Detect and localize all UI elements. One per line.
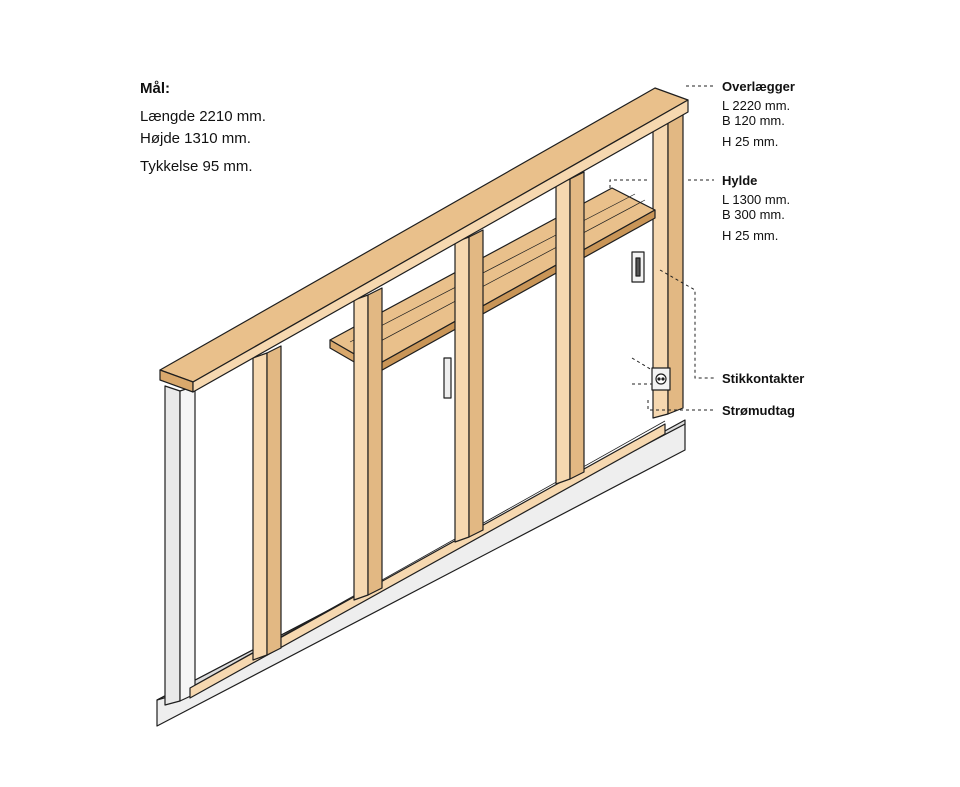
callout-hylde-length: L 1300 mm.	[722, 192, 791, 207]
callout-stikkontakter: Stikkontakter	[722, 371, 804, 390]
callout-hylde-width: B 300 mm.	[722, 207, 785, 222]
callout-overlaegger-title: Overlægger	[722, 79, 795, 94]
dimensions-heading: Mål:	[140, 80, 170, 97]
bottom-rail	[189, 423, 666, 699]
callout-overlaegger: Overlægger L 2220 mm. B 120 mm. H 25 mm.	[722, 79, 795, 149]
stud-4	[555, 178, 571, 485]
left-end-stud	[164, 385, 181, 706]
leader-hylde	[609, 179, 648, 188]
callout-overlaegger-width: B 120 mm.	[722, 113, 785, 128]
callout-hylde-height: H 25 mm.	[722, 228, 779, 243]
callout-overlaegger-length: L 2220 mm.	[722, 98, 791, 113]
base-plate-front	[156, 423, 686, 727]
callout-stroemudtag-title: Strømudtag	[722, 403, 795, 418]
dimension-thickness: Tykkelse 95 mm.	[140, 158, 253, 175]
shelf-bracket-left	[443, 357, 452, 399]
stud-2	[353, 294, 369, 601]
dimension-height: Højde 1310 mm.	[140, 130, 251, 147]
leader-stroemudtag	[647, 400, 714, 411]
callout-stikkontakter-title: Stikkontakter	[722, 371, 805, 386]
callout-overlaegger-height: H 25 mm.	[722, 134, 779, 149]
stud-1	[252, 352, 268, 661]
leader-stikkontakter	[631, 357, 653, 371]
callout-hylde-title: Hylde	[722, 173, 758, 188]
callout-hylde: Hylde L 1300 mm. B 300 mm. H 25 mm.	[722, 173, 790, 243]
leader-bracket	[659, 269, 714, 379]
stud-3	[454, 236, 470, 543]
callout-stroemudtag: Strømudtag	[722, 403, 795, 422]
dimension-length: Længde 2210 mm.	[140, 108, 266, 125]
dimensions-block: Mål: Længde 2210 mm. Højde 1310 mm. Tykk…	[140, 78, 266, 178]
